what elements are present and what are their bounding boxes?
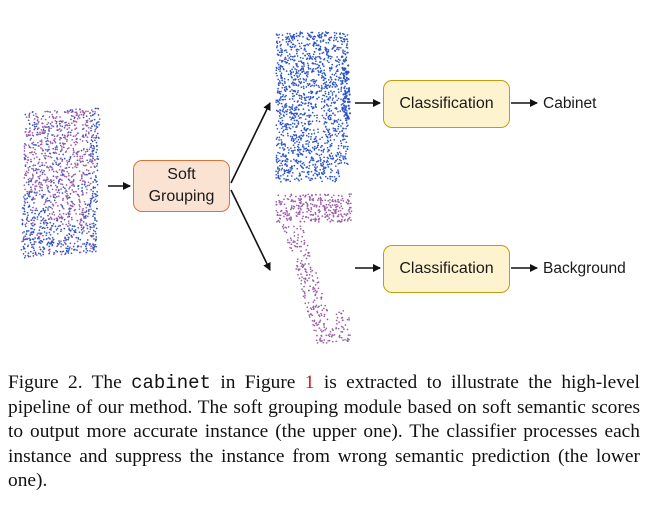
arrow-soft-grouping-to-top-instance xyxy=(230,102,271,184)
pipeline-diagram xyxy=(20,31,538,344)
classification-module-bottom: Classification xyxy=(383,245,510,293)
output-label-background: Background xyxy=(543,260,626,277)
classification-module-top: Classification xyxy=(383,80,510,128)
caption-figure-reference-link[interactable]: 1 xyxy=(304,372,315,393)
arrow-soft-grouping-to-bottom-instance xyxy=(230,189,271,271)
classification-bottom-label: Classification xyxy=(399,260,494,277)
caption-text-2: in Figure xyxy=(220,372,296,393)
cabinet-instance-point-cloud xyxy=(275,31,352,183)
soft-grouping-label-line2: Grouping xyxy=(148,188,215,205)
figure-caption: Figure 2. The cabinet in Figure 1 is ext… xyxy=(8,371,640,494)
caption-text-3: is extracted to illustrate the high-leve… xyxy=(8,372,640,491)
caption-figure-label: Figure 2. xyxy=(8,372,83,393)
input-point-cloud xyxy=(20,107,101,259)
background-instance-point-cloud xyxy=(275,193,353,344)
soft-grouping-label-line1: Soft xyxy=(167,166,196,183)
pipeline-figure: Soft Grouping Classification Classificat… xyxy=(20,31,626,344)
classification-top-label: Classification xyxy=(399,95,494,112)
caption-code-cabinet: cabinet xyxy=(131,372,211,394)
output-label-cabinet: Cabinet xyxy=(543,95,597,112)
caption-text-1: The xyxy=(91,372,122,393)
soft-grouping-module: Soft Grouping xyxy=(133,160,230,212)
